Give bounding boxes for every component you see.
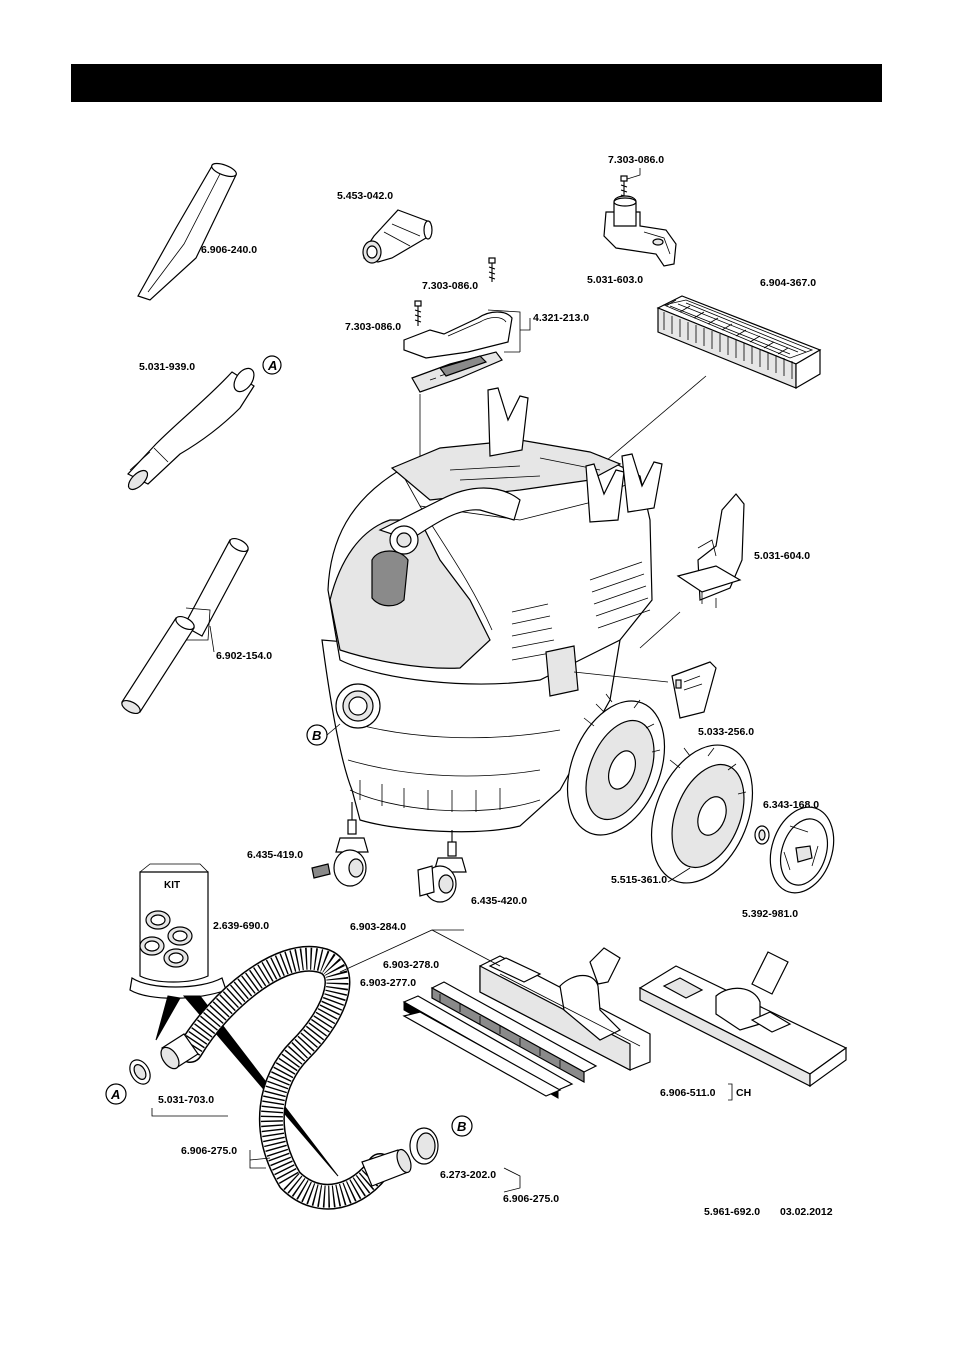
label-floor-nozzle: 6.903-284.0 — [350, 921, 406, 933]
ref-b-hose-label: B — [457, 1119, 466, 1134]
label-rubber-strip: 6.903-277.0 — [360, 977, 416, 989]
label-flat-filter: 6.904-367.0 — [760, 277, 816, 289]
vacuum-body-drawing — [321, 387, 663, 833]
screw-handle-left-drawing — [414, 300, 422, 326]
label-screw-top: 7.303-086.0 — [608, 154, 664, 166]
label-kit: 2.639-690.0 — [213, 920, 269, 932]
label-floor-nozzle-ch-suffix: CH — [736, 1087, 751, 1099]
brush-strip-drawing — [430, 981, 598, 1084]
handle-drawing — [403, 311, 513, 393]
floor-nozzle-drawing — [479, 947, 651, 1071]
cover-drawing — [671, 661, 717, 719]
label-hose-left: 6.906-275.0 — [181, 1145, 237, 1157]
flat-filter-drawing — [656, 295, 822, 390]
label-accessory-holder: 5.031-604.0 — [754, 550, 810, 562]
screw-handle-right-drawing — [488, 257, 496, 282]
front-wheel-drawing — [650, 744, 754, 884]
rubber-strip-drawing — [402, 995, 574, 1099]
label-castor-left: 6.435-419.0 — [247, 849, 303, 861]
wheel-cap-drawing — [769, 806, 835, 894]
label-floor-nozzle-ch: 6.906-511.0 — [660, 1087, 716, 1099]
accessory-holder-drawing — [676, 493, 745, 608]
label-seal-ring: 6.273-202.0 — [440, 1169, 496, 1181]
rear-wheel-drawing — [566, 693, 666, 836]
bend-drawing — [127, 367, 255, 491]
leader-flat-filter — [599, 375, 707, 467]
label-handle: 4.321-213.0 — [533, 312, 589, 324]
castor-right-drawing — [417, 830, 467, 903]
adapter-drawing — [362, 209, 433, 264]
screw-top-drawing — [620, 175, 628, 201]
label-screw-handle-left: 7.303-086.0 — [345, 321, 401, 333]
label-clamp: 5.031-703.0 — [158, 1094, 214, 1106]
label-crevice-nozzle: 6.906-240.0 — [201, 244, 257, 256]
floor-nozzle-ch-drawing — [638, 951, 848, 1088]
label-bend: 5.031-939.0 — [139, 361, 195, 373]
label-adapter: 5.453-042.0 — [337, 190, 393, 202]
ref-a-hose — [105, 1083, 127, 1105]
label-wheel-cap: 5.392-981.0 — [742, 908, 798, 920]
label-hose-bottom: 6.906-275.0 — [503, 1193, 559, 1205]
doc-date: 03.02.2012 — [780, 1206, 833, 1218]
label-screw-handle-right: 7.303-086.0 — [422, 280, 478, 292]
crevice-nozzle-drawing — [137, 162, 237, 301]
label-extension-tubes: 6.902-154.0 — [216, 650, 272, 662]
label-brush-strip: 6.903-278.0 — [383, 959, 439, 971]
ref-b-hose — [451, 1115, 473, 1137]
header-bar — [71, 64, 882, 102]
label-cover: 5.033-256.0 — [698, 726, 754, 738]
label-castor-right: 6.435-420.0 — [471, 895, 527, 907]
ref-b-body-label: B — [312, 728, 321, 743]
ref-a-hose-label: A — [110, 1087, 120, 1102]
ref-a-bend-label: A — [267, 358, 277, 373]
doc-number: 5.961-692.0 — [704, 1206, 760, 1218]
label-wheel: 5.515-361.0 — [611, 874, 667, 886]
kit-callout-triangle-small — [155, 995, 181, 1041]
leader-handle — [487, 309, 531, 353]
retaining-ring-drawing — [754, 825, 770, 845]
ref-a-bend — [262, 355, 282, 375]
hose-holder-drawing — [603, 195, 677, 267]
kit-bag-label: KIT — [164, 880, 180, 891]
clamp-drawing — [129, 1059, 151, 1085]
label-hose-holder: 5.031-603.0 — [587, 274, 643, 286]
seal-ring-drawing — [409, 1127, 439, 1165]
extension-tubes-drawing — [121, 537, 249, 715]
suction-hose-drawing — [160, 945, 412, 1210]
castor-left-drawing — [311, 802, 369, 887]
